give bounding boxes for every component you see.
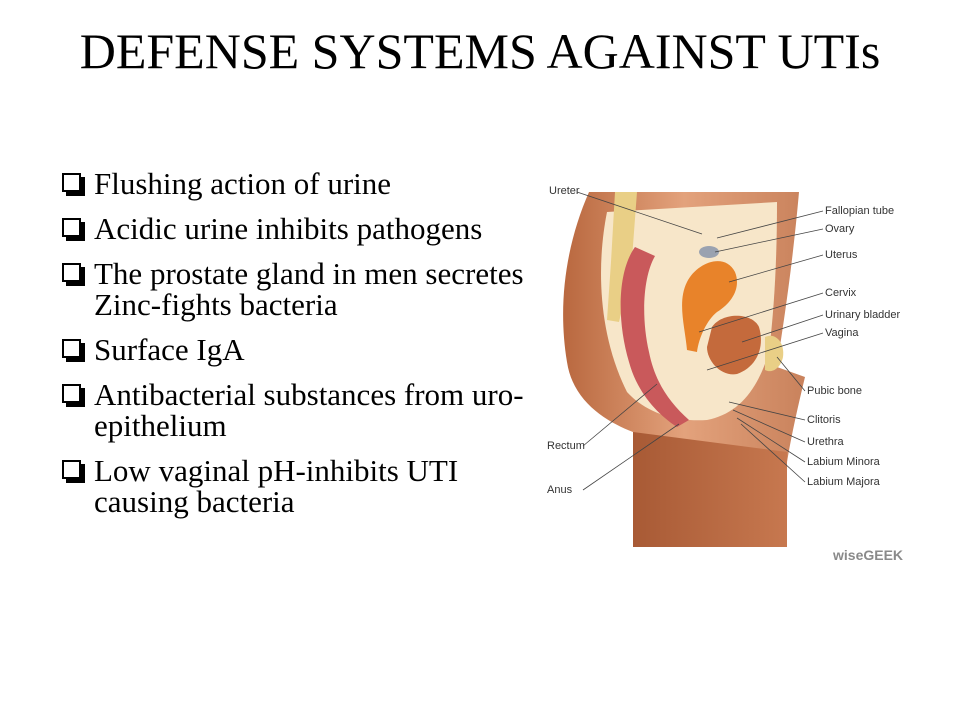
checkbox-bullet-icon — [62, 339, 81, 358]
leg-shape — [633, 432, 787, 547]
bullet-item: The prostate gland in men secretes Zinc-… — [60, 258, 530, 320]
uterus — [682, 261, 737, 352]
bullet-item: Acidic urine inhibits pathogens — [60, 213, 530, 244]
anatomy-diagram: wiseGEEK Ureter Fallopian tube — [537, 152, 903, 572]
sacrum — [607, 192, 637, 322]
pubic-bone — [765, 335, 784, 372]
bullet-item: Flushing action of urine — [60, 168, 530, 199]
label-pubic-bone: Pubic bone — [807, 385, 862, 397]
label-uterus: Uterus — [825, 249, 858, 261]
bullet-text: Surface IgA — [94, 332, 245, 367]
label-ureter: Ureter — [549, 185, 580, 197]
bullet-text: Low vaginal pH-inhibits UTI causing bact… — [94, 453, 459, 519]
checkbox-bullet-icon — [62, 263, 81, 282]
label-clitoris: Clitoris — [807, 414, 841, 426]
label-rectum: Rectum — [547, 440, 585, 452]
bullet-text: Antibacterial substances from uro-epithe… — [94, 377, 524, 443]
bullet-item: Surface IgA — [60, 334, 530, 365]
watermark-text: wiseGEEK — [832, 547, 903, 563]
label-cervix: Cervix — [825, 287, 857, 299]
checkbox-bullet-icon — [62, 173, 81, 192]
checkbox-bullet-icon — [62, 218, 81, 237]
label-labium-majora: Labium Majora — [807, 476, 881, 488]
label-ovary: Ovary — [825, 223, 855, 235]
label-fallopian-tube: Fallopian tube — [825, 205, 894, 217]
rectum — [620, 247, 689, 427]
label-anus: Anus — [547, 484, 573, 496]
bullet-text: Flushing action of urine — [94, 166, 392, 201]
bullet-item: Low vaginal pH-inhibits UTI causing bact… — [60, 455, 530, 517]
bullet-text: The prostate gland in men secretes Zinc-… — [94, 256, 524, 322]
bullet-list: Flushing action of urine Acidic urine in… — [60, 168, 530, 531]
label-urinary-bladder: Urinary bladder — [825, 309, 901, 321]
anatomy-illustration: wiseGEEK Ureter Fallopian tube — [537, 152, 903, 572]
label-vagina: Vagina — [825, 327, 859, 339]
label-labium-minora: Labium Minora — [807, 456, 881, 468]
bullet-item: Antibacterial substances from uro-epithe… — [60, 379, 530, 441]
ovary — [699, 246, 719, 258]
checkbox-bullet-icon — [62, 384, 81, 403]
slide-title: DEFENSE SYSTEMS AGAINST UTIs — [79, 23, 881, 79]
bullet-text: Acidic urine inhibits pathogens — [94, 211, 483, 246]
label-urethra: Urethra — [807, 436, 845, 448]
checkbox-bullet-icon — [62, 460, 81, 479]
urinary-bladder — [707, 315, 761, 375]
